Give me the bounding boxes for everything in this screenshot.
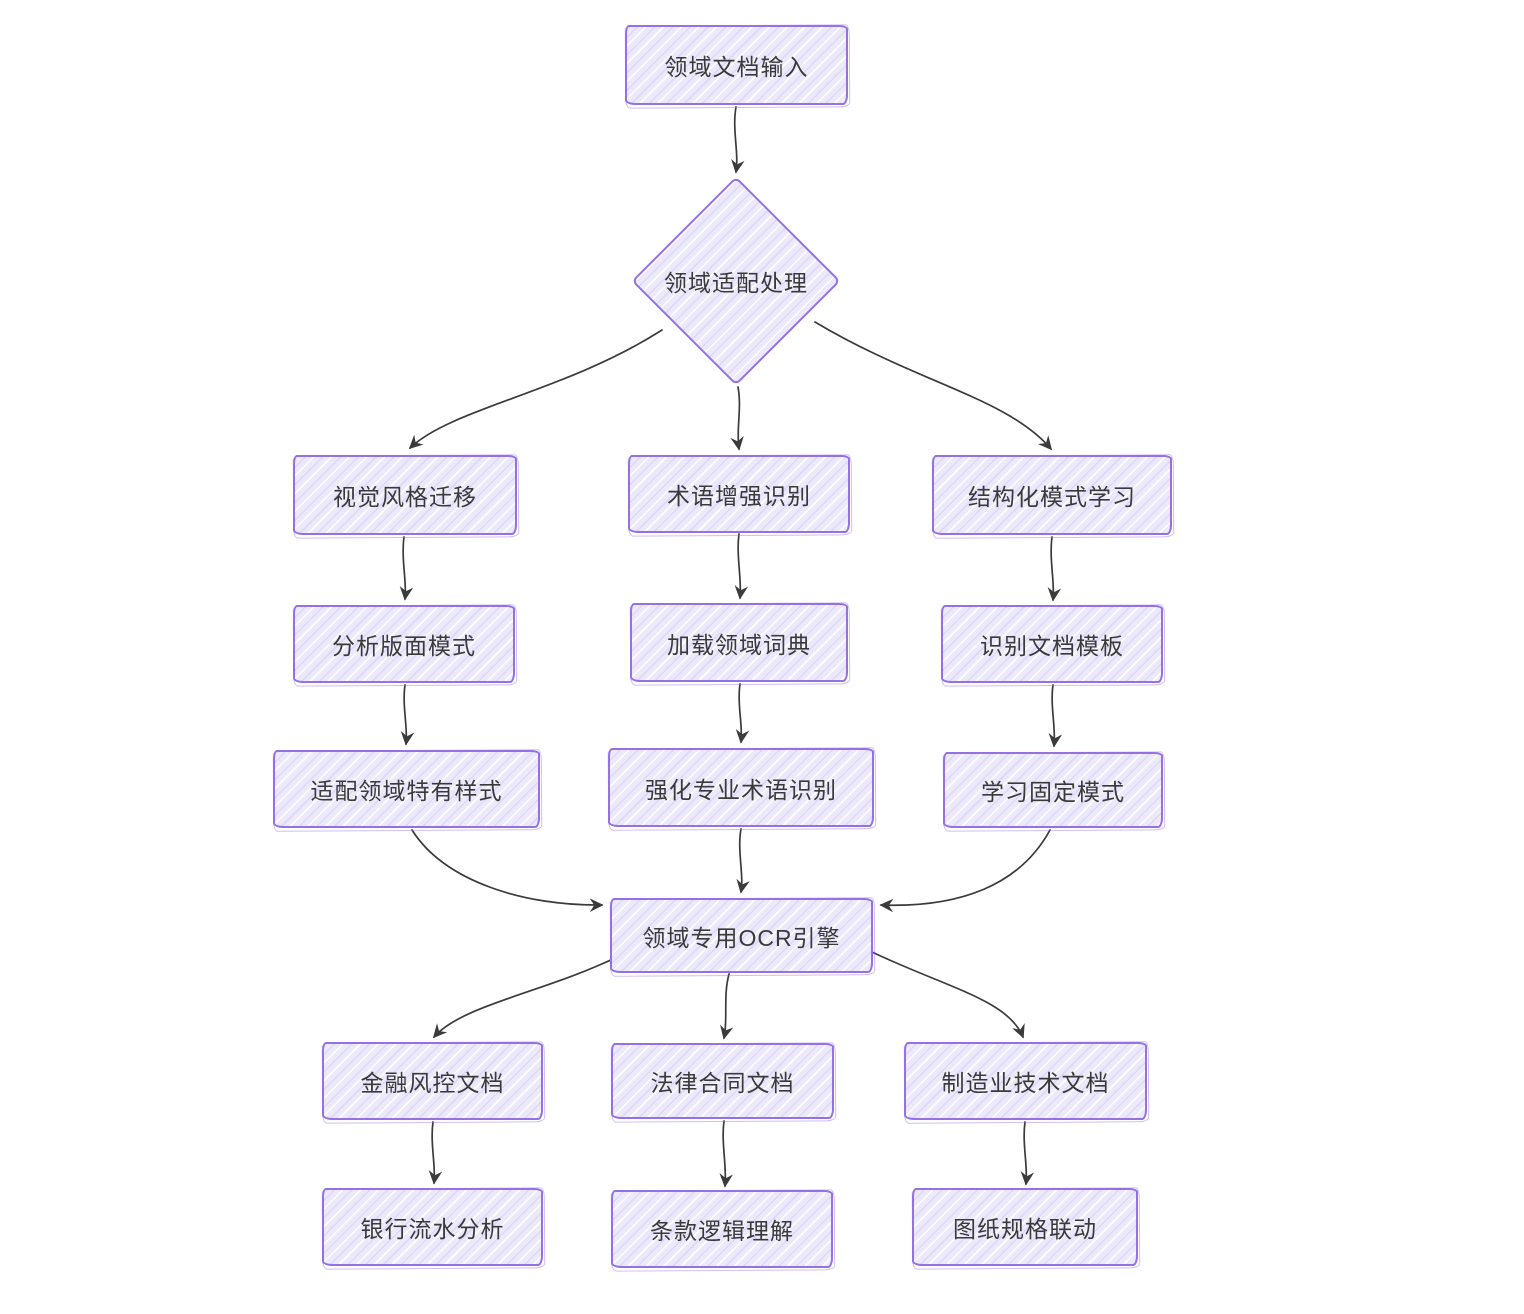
node-load-dictionary: 加载领域词典: [630, 603, 848, 682]
node-clause-logic-label: 条款逻辑理解: [650, 1218, 794, 1244]
edge-layout-analysis-domain-styles: [400, 684, 415, 746]
edge-fixed-patterns-ocr-engine: [879, 829, 1051, 913]
edge-legal-docs-clause-logic: [719, 1120, 733, 1188]
node-fixed-patterns-label: 学习固定模式: [981, 779, 1125, 805]
node-layout-analysis: 分析版面模式: [293, 605, 515, 683]
node-fixed-patterns: 学习固定模式: [943, 752, 1163, 828]
node-template-recognition: 识别文档模板: [941, 605, 1163, 683]
node-legal-docs-label: 法律合同文档: [650, 1070, 795, 1096]
node-term-recognition: 术语增强识别: [628, 455, 850, 533]
node-ocr-engine-label: 领域专用OCR引擎: [642, 924, 841, 951]
edge-template-recognition-fixed-patterns: [1048, 684, 1063, 748]
edge-term-enhanced-ocr-engine: [736, 828, 750, 894]
edge-ocr-engine-manufacturing-docs: [871, 951, 1025, 1039]
node-template-recognition-label: 识别文档模板: [980, 633, 1124, 659]
node-input: 领域文档输入: [625, 25, 848, 105]
edge-manufacturing-docs-drawing-specs: [1020, 1121, 1035, 1186]
node-drawing-specs: 图纸规格联动: [912, 1188, 1138, 1266]
node-structured-learning-label: 结构化模式学习: [968, 484, 1136, 510]
node-domain-styles-label: 适配领域特有样式: [310, 778, 503, 804]
node-term-enhanced: 强化专业术语识别: [608, 748, 874, 827]
node-bank-statements-label: 银行流水分析: [360, 1216, 505, 1242]
node-input-label: 领域文档输入: [664, 54, 809, 80]
edge-ocr-engine-finance-docs: [432, 956, 618, 1039]
node-visual-style-label: 视觉风格迁移: [333, 484, 477, 510]
node-ocr-engine: 领域专用OCR引擎: [610, 898, 873, 973]
node-layout-analysis-label: 分析版面模式: [332, 633, 476, 659]
node-finance-docs-label: 金融风控文档: [360, 1070, 505, 1096]
node-decision: 领域适配处理: [628, 173, 844, 389]
node-finance-docs: 金融风控文档: [322, 1042, 543, 1120]
edge-decision-visual-style: [408, 329, 663, 450]
node-decision-label: 领域适配处理: [664, 270, 808, 296]
edge-load-dictionary-term-enhanced: [735, 683, 750, 744]
edge-decision-term-recognition: [730, 386, 744, 451]
node-bank-statements: 银行流水分析: [322, 1188, 543, 1266]
node-term-enhanced-label: 强化专业术语识别: [645, 776, 837, 803]
node-manufacturing-docs-label: 制造业技术文档: [941, 1070, 1110, 1096]
edge-visual-style-layout-analysis: [399, 536, 414, 601]
node-structured-learning: 结构化模式学习: [932, 455, 1172, 535]
node-drawing-specs-label: 图纸规格联动: [953, 1216, 1097, 1242]
node-domain-styles: 适配领域特有样式: [273, 750, 540, 828]
node-load-dictionary-label: 加载领域词典: [667, 631, 811, 658]
edge-term-recognition-load-dictionary: [734, 533, 749, 600]
node-manufacturing-docs: 制造业技术文档: [904, 1042, 1147, 1120]
edge-finance-docs-bank-statements: [428, 1121, 443, 1185]
edge-structured-learning-template-recognition: [1047, 536, 1062, 602]
node-legal-docs: 法律合同文档: [611, 1043, 834, 1119]
edge-ocr-engine-legal-docs: [720, 973, 734, 1040]
edge-domain-styles-ocr-engine: [411, 829, 604, 912]
node-visual-style: 视觉风格迁移: [293, 455, 517, 535]
edge-input-decision: [731, 106, 745, 174]
node-term-recognition-label: 术语增强识别: [667, 483, 811, 509]
node-clause-logic: 条款逻辑理解: [611, 1190, 833, 1268]
edge-decision-structured-learning: [814, 321, 1053, 451]
